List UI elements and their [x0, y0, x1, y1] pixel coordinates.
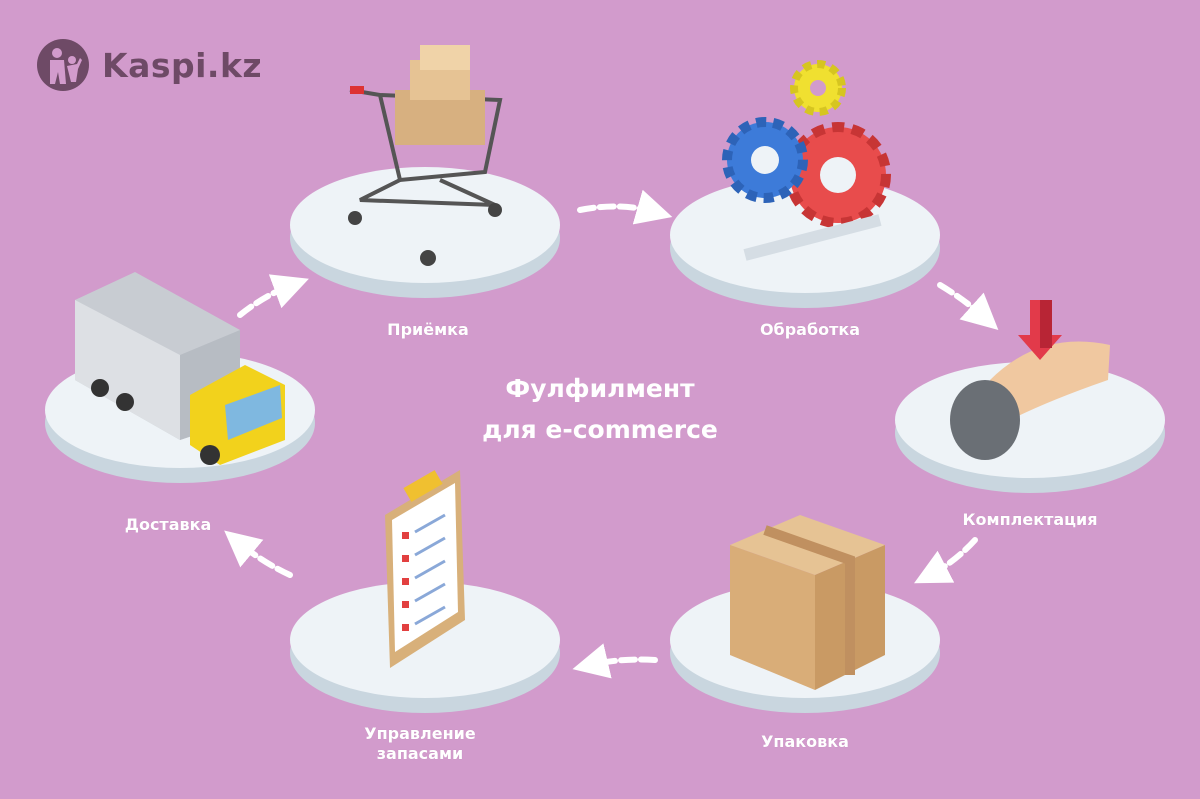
step-label-obrabotka: Обработка — [759, 320, 861, 339]
logo-text: Kaspi.kz — [102, 45, 263, 85]
step-label-upakovka: Упаковка — [761, 732, 849, 751]
step-label-dostavka: Доставка — [124, 515, 212, 534]
title-line-2: для e-commerce — [482, 415, 718, 444]
platform-zapasy — [290, 582, 560, 713]
title-line-1: Фулфилмент — [505, 374, 695, 403]
box-icon — [730, 515, 885, 690]
truck-icon — [75, 272, 285, 465]
step-label-komplektaciya: Комплектация — [962, 510, 1098, 529]
step-label-priemka: Приёмка — [387, 320, 469, 339]
kaspi-logo-icon — [37, 39, 89, 91]
arrow-6 — [237, 274, 309, 318]
hand-arrow-icon — [950, 300, 1110, 460]
arrow-3 — [914, 537, 978, 584]
arrow-2 — [937, 282, 999, 331]
kaspi-logo: Kaspi.kz — [36, 38, 262, 92]
gears-icon — [722, 60, 891, 261]
platform-priemka — [290, 167, 560, 298]
arrow-1 — [577, 189, 673, 225]
shopping-cart-icon — [348, 45, 503, 266]
arrow-4 — [572, 643, 658, 679]
step-label-upravlenie-zapasami: Управление запасами — [364, 724, 476, 763]
arrow-5 — [224, 530, 293, 578]
clipboard-checklist-icon — [385, 470, 465, 668]
diagram-title: Фулфилмент для e-commerce — [440, 368, 760, 450]
